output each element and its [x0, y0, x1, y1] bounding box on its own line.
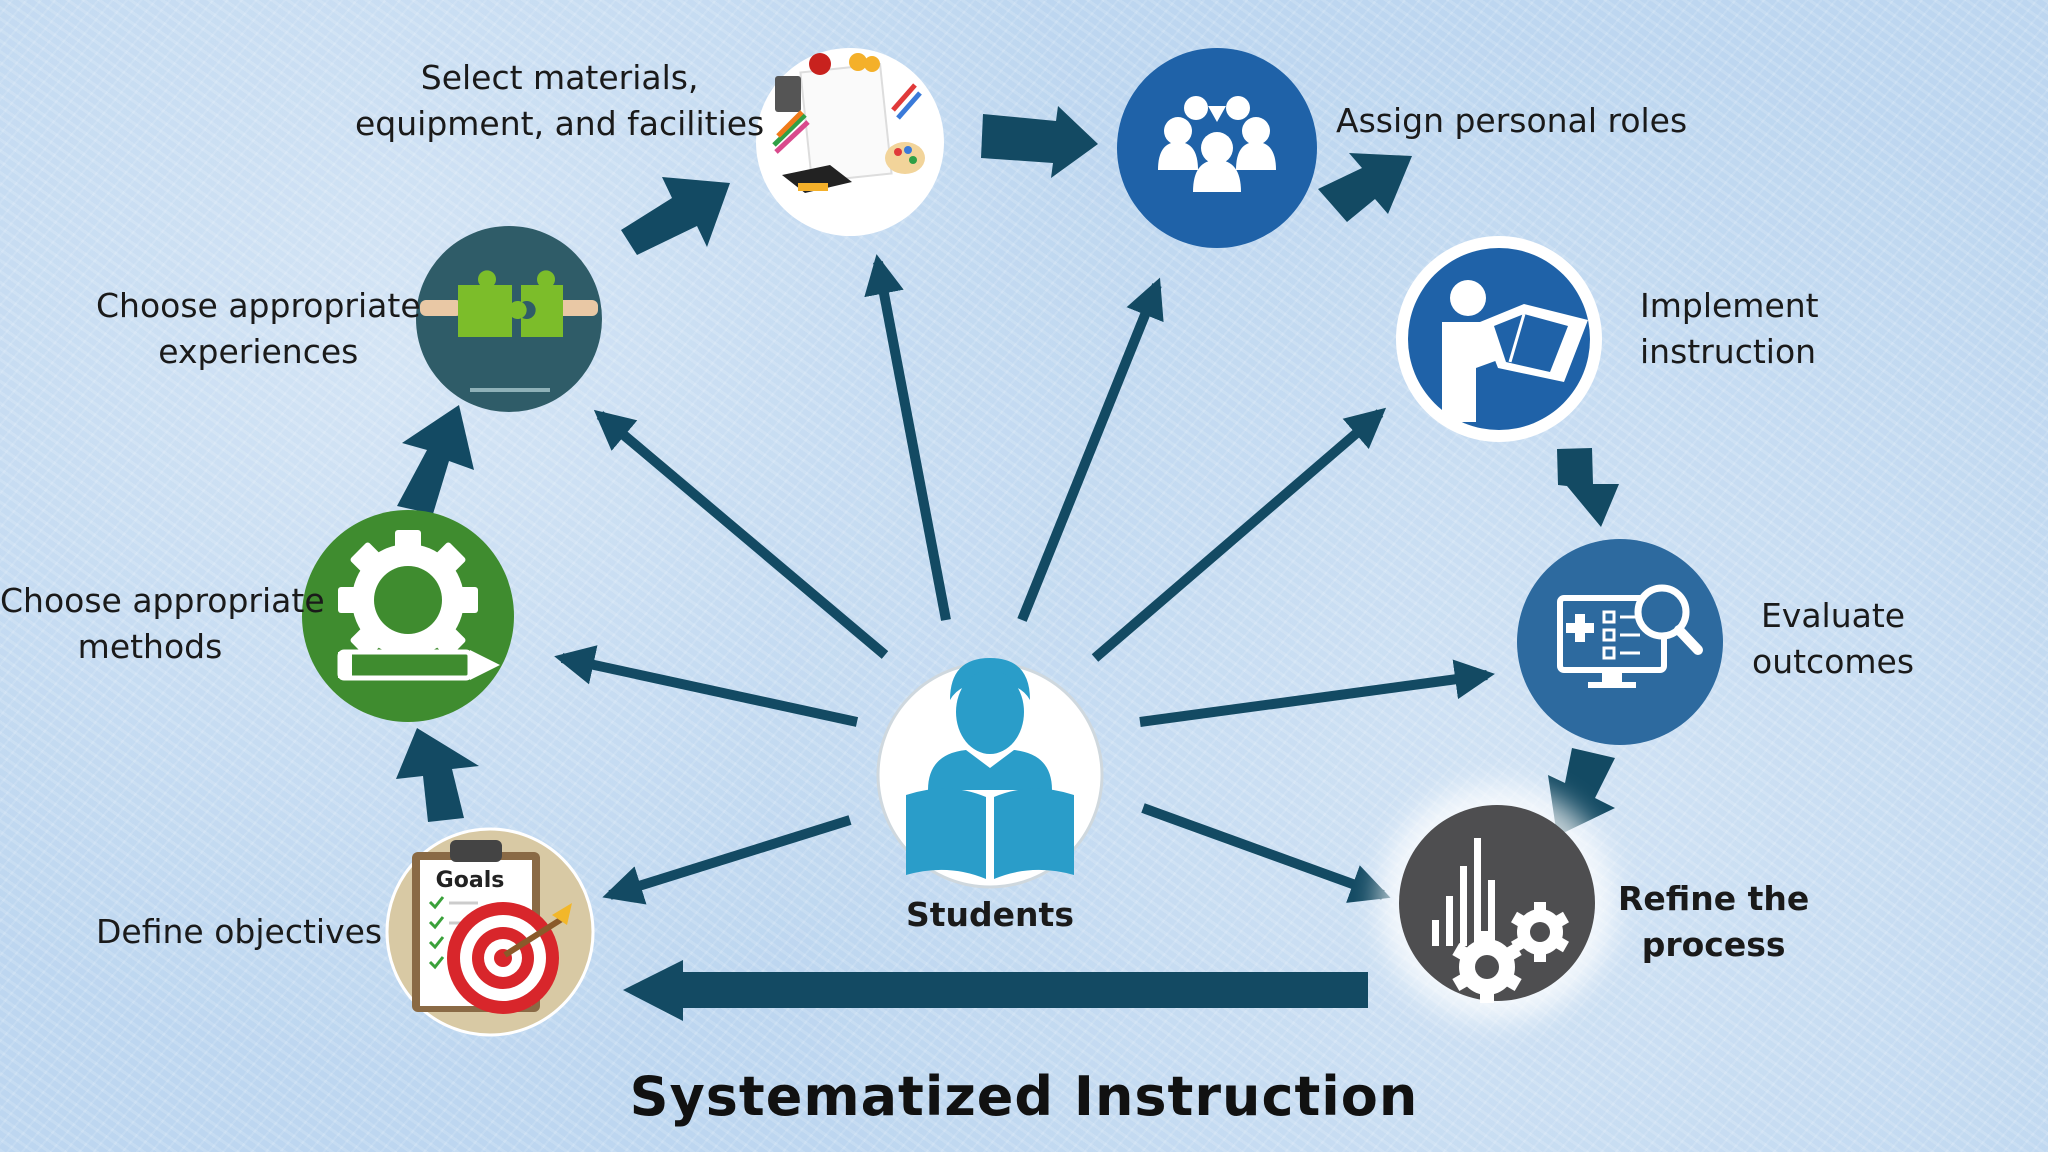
implement-label: Implement instruction [1640, 286, 1819, 371]
spoke-to-refine [1141, 803, 1391, 903]
implement-node [1396, 236, 1602, 442]
roles-node [1117, 48, 1317, 248]
refine-label: Refine the process [1618, 879, 1810, 964]
roles-label: Assign personal roles [1336, 101, 1688, 140]
spoke-to-materials [864, 254, 951, 621]
spoke-to-evaluate [1139, 659, 1495, 727]
arrow-materials-to-roles [981, 106, 1098, 178]
define-objectives-label: Define objectives [96, 912, 383, 951]
svg-text:Goals: Goals [436, 868, 505, 893]
reading-manual-icon [1442, 280, 1588, 422]
student-spokes [554, 254, 1495, 905]
students-node [876, 658, 1104, 889]
arrow-refine-to-define [623, 960, 1368, 1021]
puzzle-handshake-icon [420, 270, 598, 392]
materials-label: Select materials, equipment, and facilit… [355, 58, 765, 143]
gear-pencil-icon [337, 530, 500, 681]
methods-label: Choose appropriate methods [0, 581, 325, 666]
school-supplies-icon [772, 53, 925, 193]
students-label: Students [906, 895, 1074, 934]
evaluate-label: Evaluate outcomes [1752, 596, 1915, 681]
arrow-implement-to-evaluate [1557, 448, 1619, 527]
spoke-to-define [602, 815, 852, 905]
diagram-title: Systematized Instruction [629, 1065, 1419, 1128]
spoke-to-implement [1091, 407, 1387, 662]
arrow-methods-to-experiences [397, 405, 474, 514]
experiences-label: Choose appropriate experiences [96, 286, 421, 371]
people-group-icon [1158, 96, 1276, 192]
spoke-to-experiences [593, 409, 889, 659]
student-reading-icon [906, 658, 1074, 880]
materials-node [756, 48, 944, 236]
refine-node [1379, 785, 1615, 1021]
define-objectives-node: Goals [385, 827, 595, 1037]
arrow-define-to-methods [396, 728, 479, 822]
arrow-experiences-to-materials [621, 177, 730, 255]
evaluate-node [1517, 539, 1723, 745]
arrow-roles-to-implement [1318, 153, 1412, 222]
goals-target-icon: Goals [412, 840, 572, 1014]
methods-node [302, 510, 514, 722]
spoke-to-methods [554, 645, 859, 727]
gears-chart-icon [1432, 838, 1569, 1003]
cycle-arrows [396, 106, 1619, 1021]
experiences-node [416, 226, 602, 412]
monitor-magnifier-icon [1557, 584, 1703, 688]
spoke-to-roles [1017, 277, 1164, 622]
